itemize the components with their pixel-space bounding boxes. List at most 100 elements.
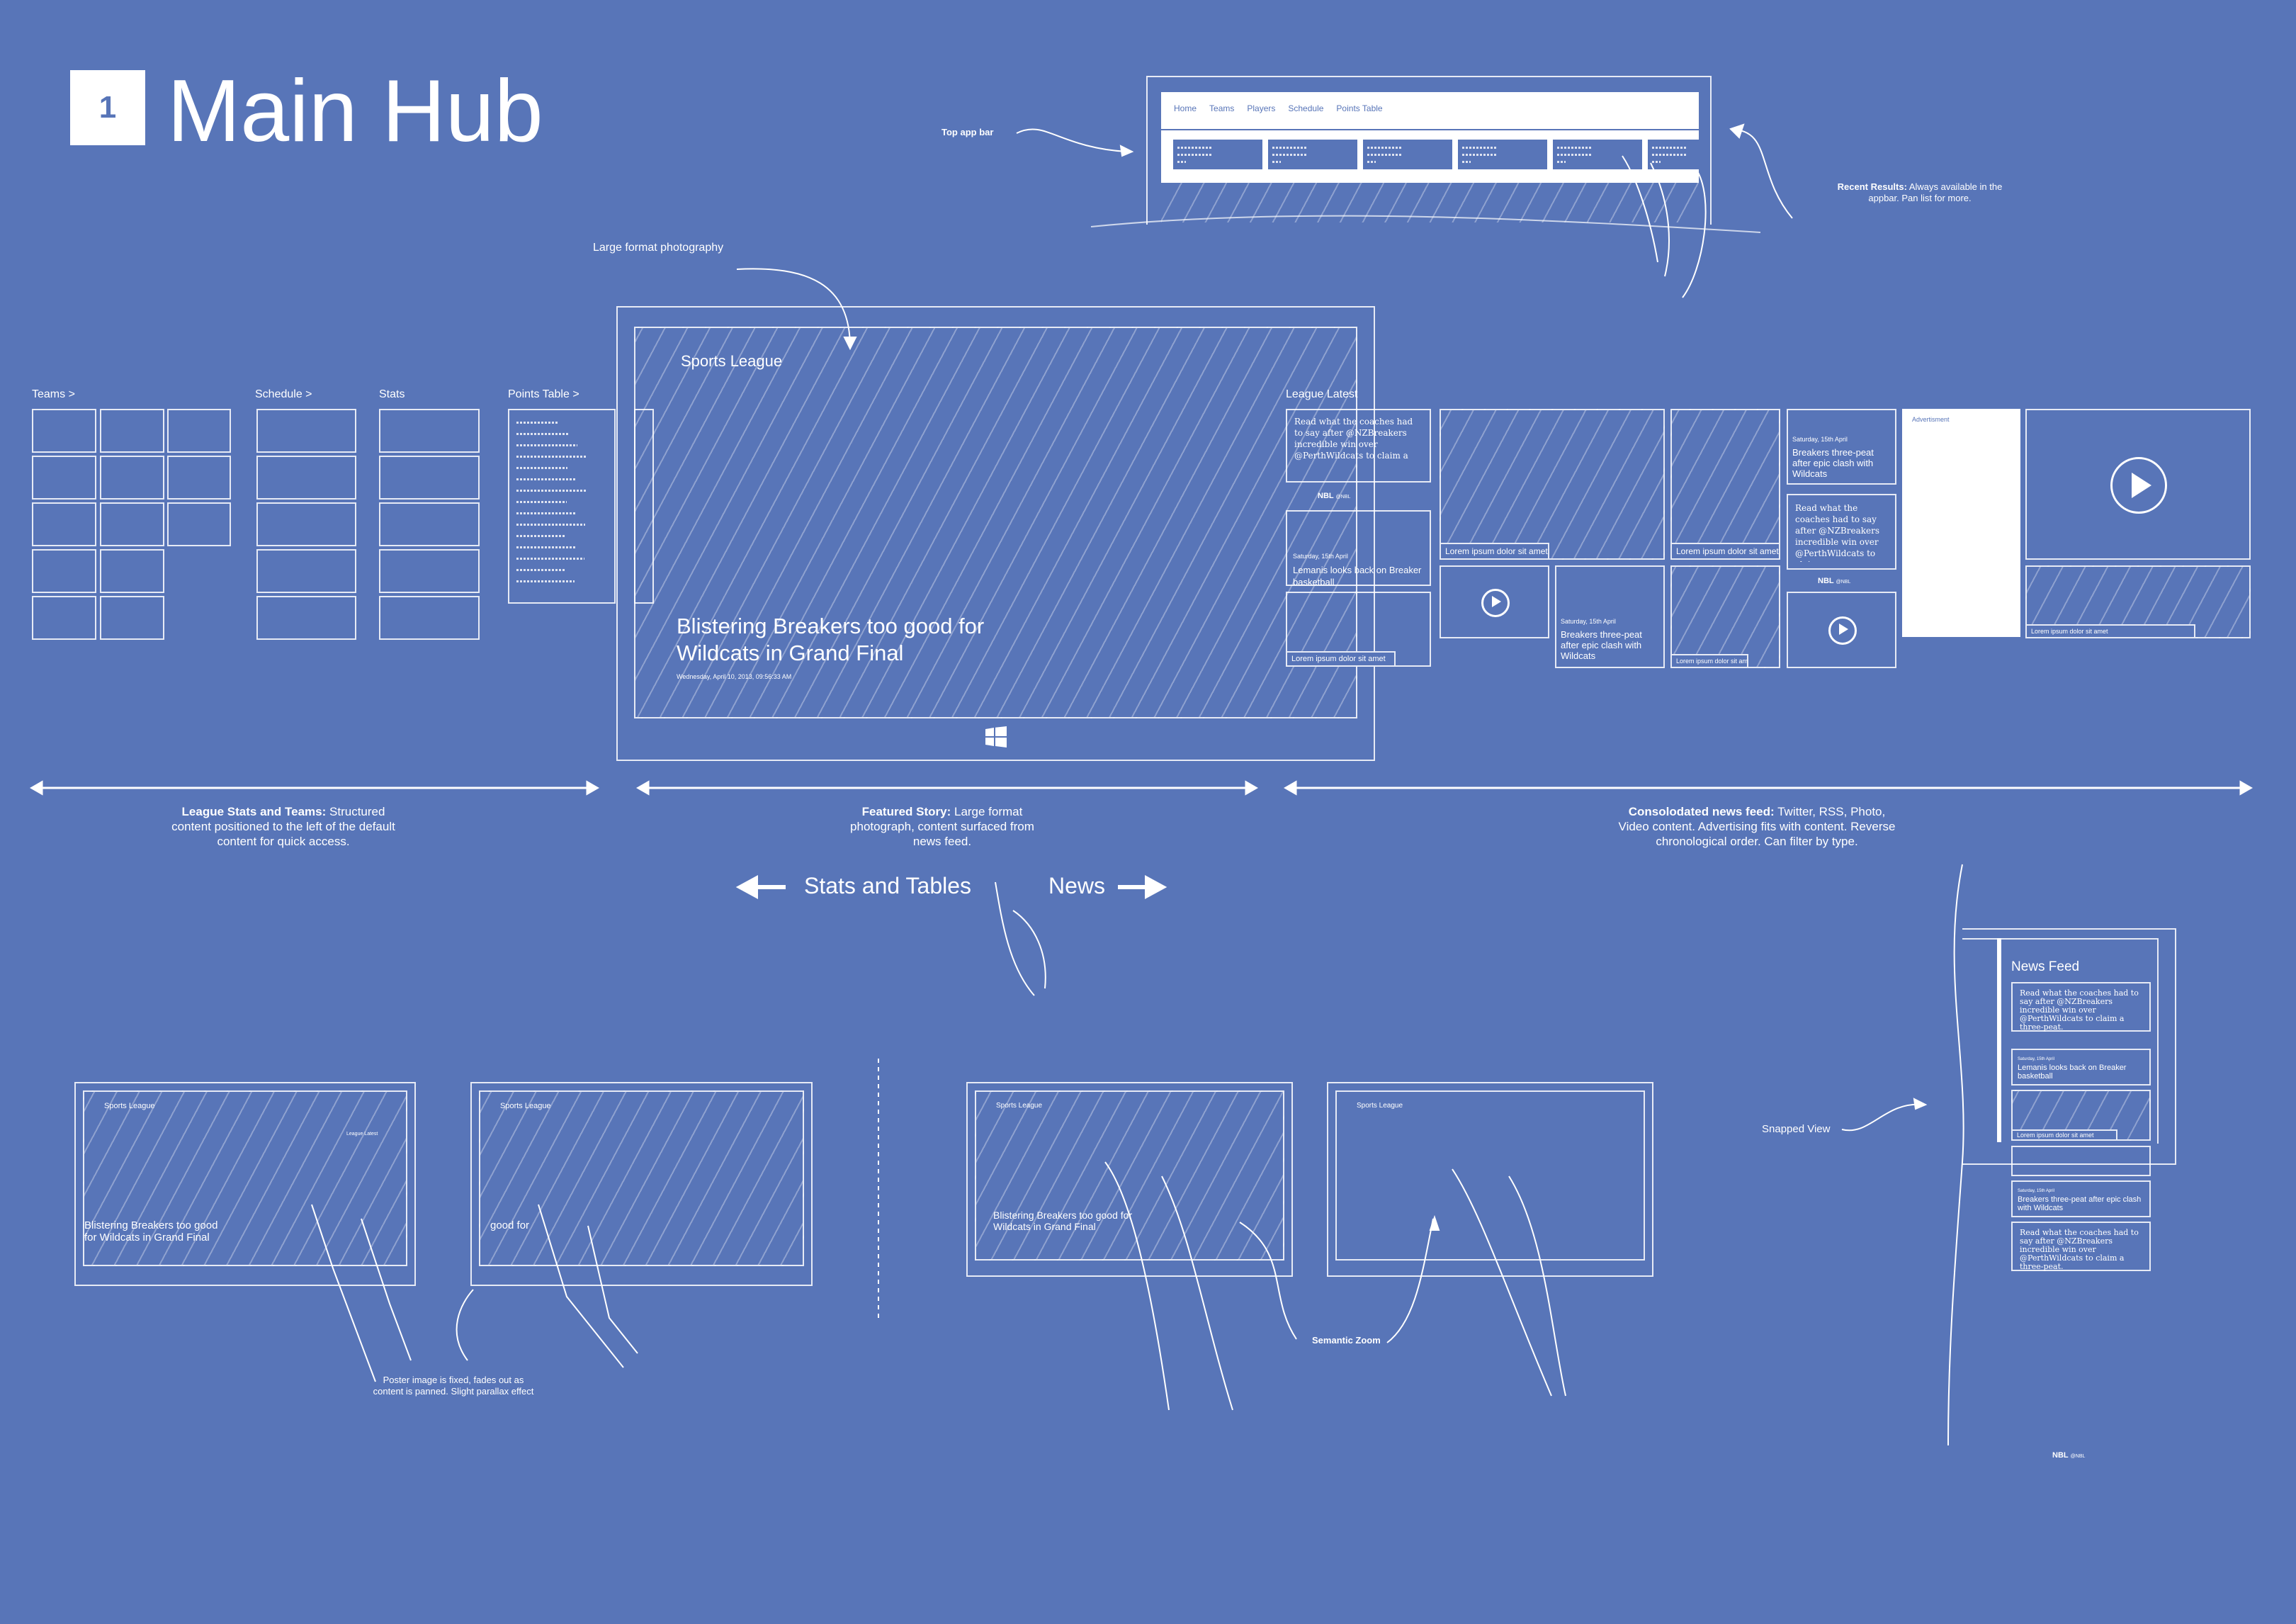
team-tile[interactable] (32, 549, 96, 593)
team-tile[interactable] (32, 409, 96, 453)
snapped-screen (1962, 938, 2159, 1144)
recent-results-bold: Recent Results: (1837, 181, 1907, 192)
story-headline: Breakers three-peat after epic clash wit… (1561, 629, 1642, 661)
mini-tablet-1: Sports League Blistering Breakers too go… (74, 1082, 416, 1286)
photo-tile[interactable]: Lorem ipsum dolor sit amet (1670, 565, 1780, 668)
teams-header[interactable]: Teams > (32, 388, 75, 400)
team-tile[interactable] (100, 549, 164, 593)
poster-note: Poster image is fixed, fades out as cont… (373, 1375, 534, 1397)
schedule-tile[interactable] (256, 409, 356, 453)
result-tile[interactable] (1553, 140, 1642, 169)
tweet-tile[interactable]: Read what the coaches had to say after @… (1787, 494, 1896, 570)
result-tile[interactable] (1648, 140, 1699, 169)
snapped-story[interactable]: Saturday, 15th April Breakers three-peat… (2011, 1180, 2151, 1217)
schedule-tile[interactable] (256, 596, 356, 640)
photo-tile[interactable]: Lorem ipsum dolor sit amet (2025, 565, 2251, 638)
story-date: Saturday, 15th April (1792, 436, 1848, 443)
tweet-author-name: NBL (2052, 1451, 2069, 1460)
points-table-row (516, 444, 577, 446)
mini-screen: Sports League Blistering Breakers too go… (975, 1090, 1284, 1261)
points-table-header[interactable]: Points Table > (508, 388, 579, 400)
stats-tile[interactable] (379, 502, 480, 546)
appbar-nav-teams[interactable]: Teams (1209, 103, 1235, 113)
schedule-tile[interactable] (256, 456, 356, 500)
appbar-nav-home[interactable]: Home (1174, 103, 1197, 113)
tweet-author: NBL @NBL (1318, 492, 1350, 500)
schedule-tile[interactable] (256, 502, 356, 546)
mini-screen: Sports League (1335, 1090, 1645, 1261)
story-tile[interactable]: Saturday, 15th April Breakers three-peat… (1787, 409, 1896, 485)
photo-tile[interactable]: Lorem ipsum dolor sit amet (1286, 592, 1431, 667)
stats-header[interactable]: Stats (379, 388, 405, 400)
appbar-nav-points-table[interactable]: Points Table (1336, 103, 1383, 113)
team-tile[interactable] (100, 456, 164, 500)
tweet-tile[interactable]: Read what the coaches had to say after @… (1286, 409, 1431, 483)
tweet-handle: @NBL (2070, 1454, 2086, 1459)
schedule-header[interactable]: Schedule > (255, 388, 312, 400)
team-tile[interactable] (32, 456, 96, 500)
appbar-nav-schedule[interactable]: Schedule (1288, 103, 1324, 113)
stats-tile[interactable] (379, 456, 480, 500)
windows-logo-icon (985, 726, 1007, 748)
story-headline: Breakers three-peat after epic clash wit… (2018, 1195, 2142, 1212)
snapped-tweet[interactable]: Read what the coaches had to say after @… (2011, 1222, 2151, 1271)
play-icon[interactable] (2110, 457, 2167, 514)
team-tile[interactable] (100, 409, 164, 453)
team-tile[interactable] (32, 502, 96, 546)
team-tile[interactable] (167, 409, 231, 453)
featured-headline[interactable]: Blistering Breakers too good for Wildcat… (677, 614, 985, 665)
recent-results-list[interactable] (1173, 140, 1699, 171)
snapped-tweet[interactable]: Read what the coaches had to say after @… (2011, 982, 2151, 1032)
snapped-story[interactable]: Saturday, 15th April Lemanis looks back … (2011, 1049, 2151, 1086)
team-tile[interactable] (100, 502, 164, 546)
story-date: Saturday, 15th April (1561, 618, 1616, 625)
photo-caption: Lorem ipsum dolor sit amet (2011, 1129, 2117, 1141)
stats-tile[interactable] (379, 409, 480, 453)
photo-tile[interactable]: Lorem ipsum dolor sit amet (1440, 409, 1665, 560)
snapped-photo[interactable]: Lorem ipsum dolor sit amet (2011, 1090, 2151, 1141)
recent-results-text: Always available in the appbar. Pan list… (1868, 181, 2003, 203)
team-tile[interactable] (32, 596, 96, 640)
featured-story-image[interactable]: Sports League Blistering Breakers too go… (634, 327, 1357, 718)
story-date: Saturday, 15th April (2018, 1057, 2054, 1061)
stats-tile[interactable] (379, 549, 480, 593)
team-tile[interactable] (100, 596, 164, 640)
large-format-label: Large format photography (593, 242, 724, 254)
video-tile[interactable] (1787, 592, 1896, 668)
advertisement-tile[interactable]: Advertisment (1902, 409, 2020, 637)
play-icon[interactable] (1481, 589, 1510, 617)
video-tile[interactable] (2025, 409, 2251, 560)
stats-tile[interactable] (379, 596, 480, 640)
team-tile[interactable] (167, 502, 231, 546)
league-latest-header[interactable]: League Latest (1286, 388, 1358, 400)
appbar-nav-players[interactable]: Players (1247, 103, 1276, 113)
result-tile[interactable] (1363, 140, 1452, 169)
points-table-row (516, 478, 577, 480)
story-tile[interactable]: Saturday, 15th April Breakers three-peat… (1555, 565, 1665, 668)
points-table-row (516, 558, 584, 560)
snapped-divider[interactable] (1997, 938, 2001, 1142)
section-number-badge: 1 (70, 70, 145, 145)
video-tile[interactable] (1440, 565, 1549, 638)
result-tile[interactable] (1173, 140, 1262, 169)
team-tile[interactable] (167, 456, 231, 500)
points-table-row (516, 456, 587, 458)
play-icon[interactable] (1828, 616, 1857, 645)
tweet-handle: @NBL (1335, 495, 1351, 500)
points-table-row (516, 546, 575, 548)
result-tile[interactable] (1268, 140, 1357, 169)
tweet-author-name: NBL (1318, 492, 1334, 500)
story-date: Saturday, 15th April (1293, 553, 1348, 560)
result-tile[interactable] (1458, 140, 1547, 169)
photo-caption: Lorem ipsum dolor sit amet (1670, 543, 1780, 560)
story-date: Saturday, 15th April (2018, 1189, 2054, 1193)
mini-screen: Sports League good for (479, 1090, 804, 1266)
story-tile[interactable]: Saturday, 15th April Lemanis looks back … (1286, 510, 1431, 587)
snapped-device-frame (1962, 928, 2176, 1165)
points-table-row (516, 569, 565, 571)
schedule-tile[interactable] (256, 549, 356, 593)
points-table[interactable] (508, 409, 616, 604)
news-feed-text: Twitter, RSS, Photo, Video content. Adve… (1618, 805, 1896, 848)
semantic-zoom-label: Semantic Zoom (1312, 1335, 1381, 1346)
photo-tile[interactable]: Lorem ipsum dolor sit amet (1670, 409, 1780, 560)
